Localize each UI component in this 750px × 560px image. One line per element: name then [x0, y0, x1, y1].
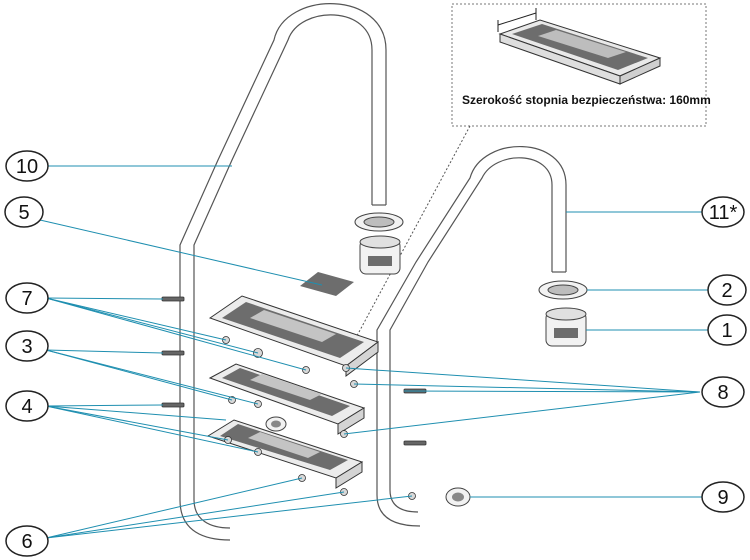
callout-9: 9: [701, 481, 745, 513]
callout-label: 10: [16, 156, 38, 178]
leader-lines: [39, 165, 708, 539]
escutcheon-ring-right: [538, 280, 588, 300]
callout-11: 11*: [701, 196, 745, 228]
anchor-left: [359, 235, 401, 275]
anti-slip-pad: [300, 272, 354, 296]
projection-line: [351, 125, 471, 346]
step-middle: [208, 363, 366, 435]
anchor-right: [545, 307, 587, 347]
callout-label: 11*: [709, 202, 738, 224]
callout-2: 2: [707, 274, 747, 306]
callout-5: 5: [4, 196, 44, 228]
callout-label: 6: [21, 531, 32, 553]
spacer: [265, 416, 287, 432]
callout-6: 6: [5, 525, 49, 557]
right-handrail: [376, 146, 567, 527]
inset-step: [498, 19, 662, 85]
callout-label: 7: [21, 288, 32, 310]
left-handrail: [179, 3, 387, 541]
callout-1: 1: [707, 314, 747, 346]
callout-label: 1: [721, 320, 732, 342]
callout-label: 9: [717, 487, 728, 509]
callout-label: 4: [21, 396, 32, 418]
callout-label: 5: [18, 202, 29, 224]
step-width-inset: Szerokość stopnia bezpieczeństwa: 160mm: [451, 3, 711, 127]
callout-label: 2: [721, 280, 732, 302]
end-cap: [408, 487, 471, 507]
callout-8: 8: [701, 376, 745, 408]
step-bottom: [206, 419, 364, 489]
callout-label: 8: [717, 382, 728, 404]
callout-10: 10: [5, 150, 49, 182]
callout-4: 4: [5, 390, 49, 422]
escutcheon-ring-left: [354, 212, 404, 232]
callout-label: 3: [21, 336, 32, 358]
step-top: [208, 295, 380, 377]
callout-3: 3: [5, 330, 49, 362]
inset-caption: Szerokość stopnia bezpieczeństwa: 160mm: [462, 93, 711, 107]
callout-7: 7: [5, 282, 49, 314]
